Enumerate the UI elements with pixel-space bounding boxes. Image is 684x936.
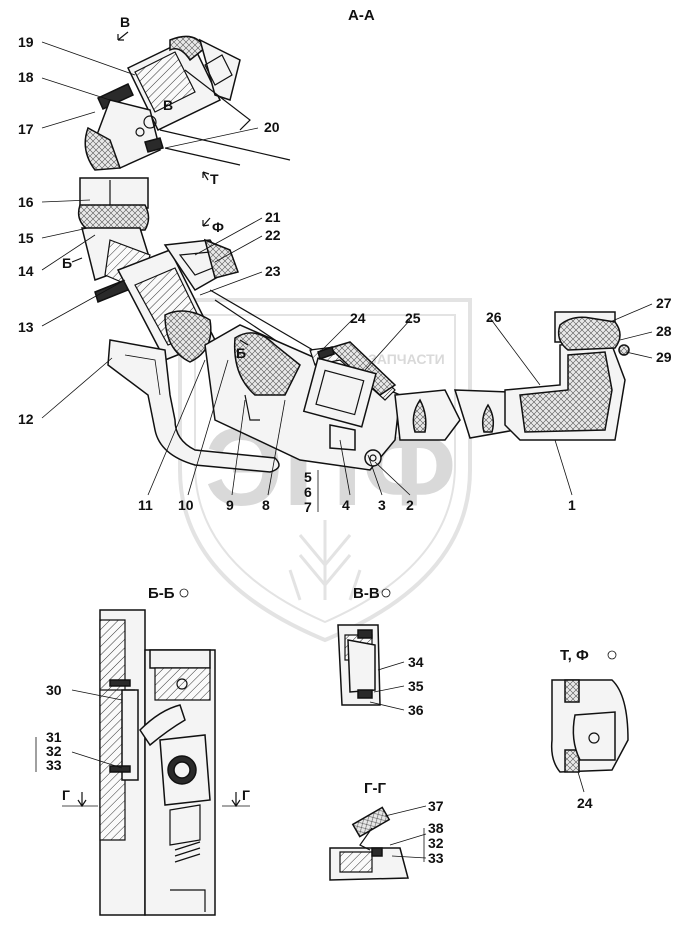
- section-title-gg: Г-Г: [364, 780, 386, 797]
- section-title-aa: А-А: [348, 7, 375, 24]
- callout-4: 4: [342, 497, 350, 513]
- callout-33b: 33: [428, 850, 444, 866]
- callout-8: 8: [262, 497, 270, 513]
- callout-32: 32: [46, 743, 62, 759]
- circle-mark-tf: [607, 650, 617, 660]
- callout-37: 37: [428, 798, 444, 814]
- callout-22: 22: [265, 227, 281, 243]
- callout-24b: 24: [577, 795, 593, 811]
- view-mark-f: Ф: [212, 219, 224, 235]
- callout-25: 25: [405, 310, 421, 326]
- view-mark-b-left: Б: [62, 255, 72, 271]
- view-mark-g-left: Г: [62, 787, 70, 803]
- circle-mark-bb: [179, 588, 189, 598]
- callout-9: 9: [226, 497, 234, 513]
- section-title-bb: Б-Б: [148, 585, 175, 602]
- circle-mark-vv: [381, 588, 391, 598]
- callout-36: 36: [408, 702, 424, 718]
- section-title-tf: Т, Ф: [560, 647, 589, 664]
- callout-24: 24: [350, 310, 366, 326]
- leader-lines: [41, 41, 653, 512]
- callout-10: 10: [178, 497, 194, 513]
- section-bb: [35, 609, 250, 916]
- callout-38: 38: [428, 820, 444, 836]
- top-hinge: [84, 35, 291, 171]
- seal-profile: [394, 311, 630, 441]
- view-mark-t: Т: [210, 171, 219, 187]
- callout-14: 14: [18, 263, 34, 279]
- rubber-block: [77, 177, 150, 231]
- callout-31: 31: [46, 729, 62, 745]
- callout-1: 1: [568, 497, 576, 513]
- watermark-caption: ЗАПЧАСТИ: [368, 351, 445, 367]
- view-mark-g-right: Г: [242, 787, 250, 803]
- callout-13: 13: [18, 319, 34, 335]
- callout-3: 3: [378, 497, 386, 513]
- callout-7: 7: [304, 499, 312, 515]
- view-arrows: [71, 31, 249, 346]
- callout-32b: 32: [428, 835, 444, 851]
- callout-35: 35: [408, 678, 424, 694]
- labels: А-А Б-Б В-В Г-Г Т, Ф В В Т Ф Б Б Г Г 19 …: [18, 7, 672, 866]
- callout-26: 26: [486, 309, 502, 325]
- callout-18: 18: [18, 69, 34, 85]
- callout-34: 34: [408, 654, 424, 670]
- view-mark-v-top: В: [120, 14, 130, 30]
- callout-29: 29: [656, 349, 672, 365]
- section-vv: [337, 624, 405, 711]
- callout-12: 12: [18, 411, 34, 427]
- section-gg: [329, 805, 427, 881]
- section-title-vv: В-В: [353, 585, 380, 602]
- callout-33: 33: [46, 757, 62, 773]
- callout-28: 28: [656, 323, 672, 339]
- callout-11: 11: [138, 497, 153, 513]
- callout-2: 2: [406, 497, 414, 513]
- callout-21: 21: [265, 209, 281, 225]
- view-mark-v-mid: В: [163, 97, 173, 113]
- lock-body: [204, 324, 401, 471]
- callout-19: 19: [18, 34, 34, 50]
- section-tf: [550, 679, 629, 793]
- callout-30: 30: [46, 682, 62, 698]
- callout-6: 6: [304, 484, 312, 500]
- callout-5: 5: [304, 469, 312, 485]
- section-aa: [41, 31, 653, 512]
- lever: [107, 339, 280, 473]
- callout-17: 17: [18, 121, 34, 137]
- callout-23: 23: [265, 263, 281, 279]
- view-mark-b-mid: Б: [236, 345, 246, 361]
- callout-16: 16: [18, 194, 34, 210]
- callout-27: 27: [656, 295, 672, 311]
- callout-15: 15: [18, 230, 34, 246]
- wheat-emblem: [288, 520, 362, 601]
- callout-20: 20: [264, 119, 280, 135]
